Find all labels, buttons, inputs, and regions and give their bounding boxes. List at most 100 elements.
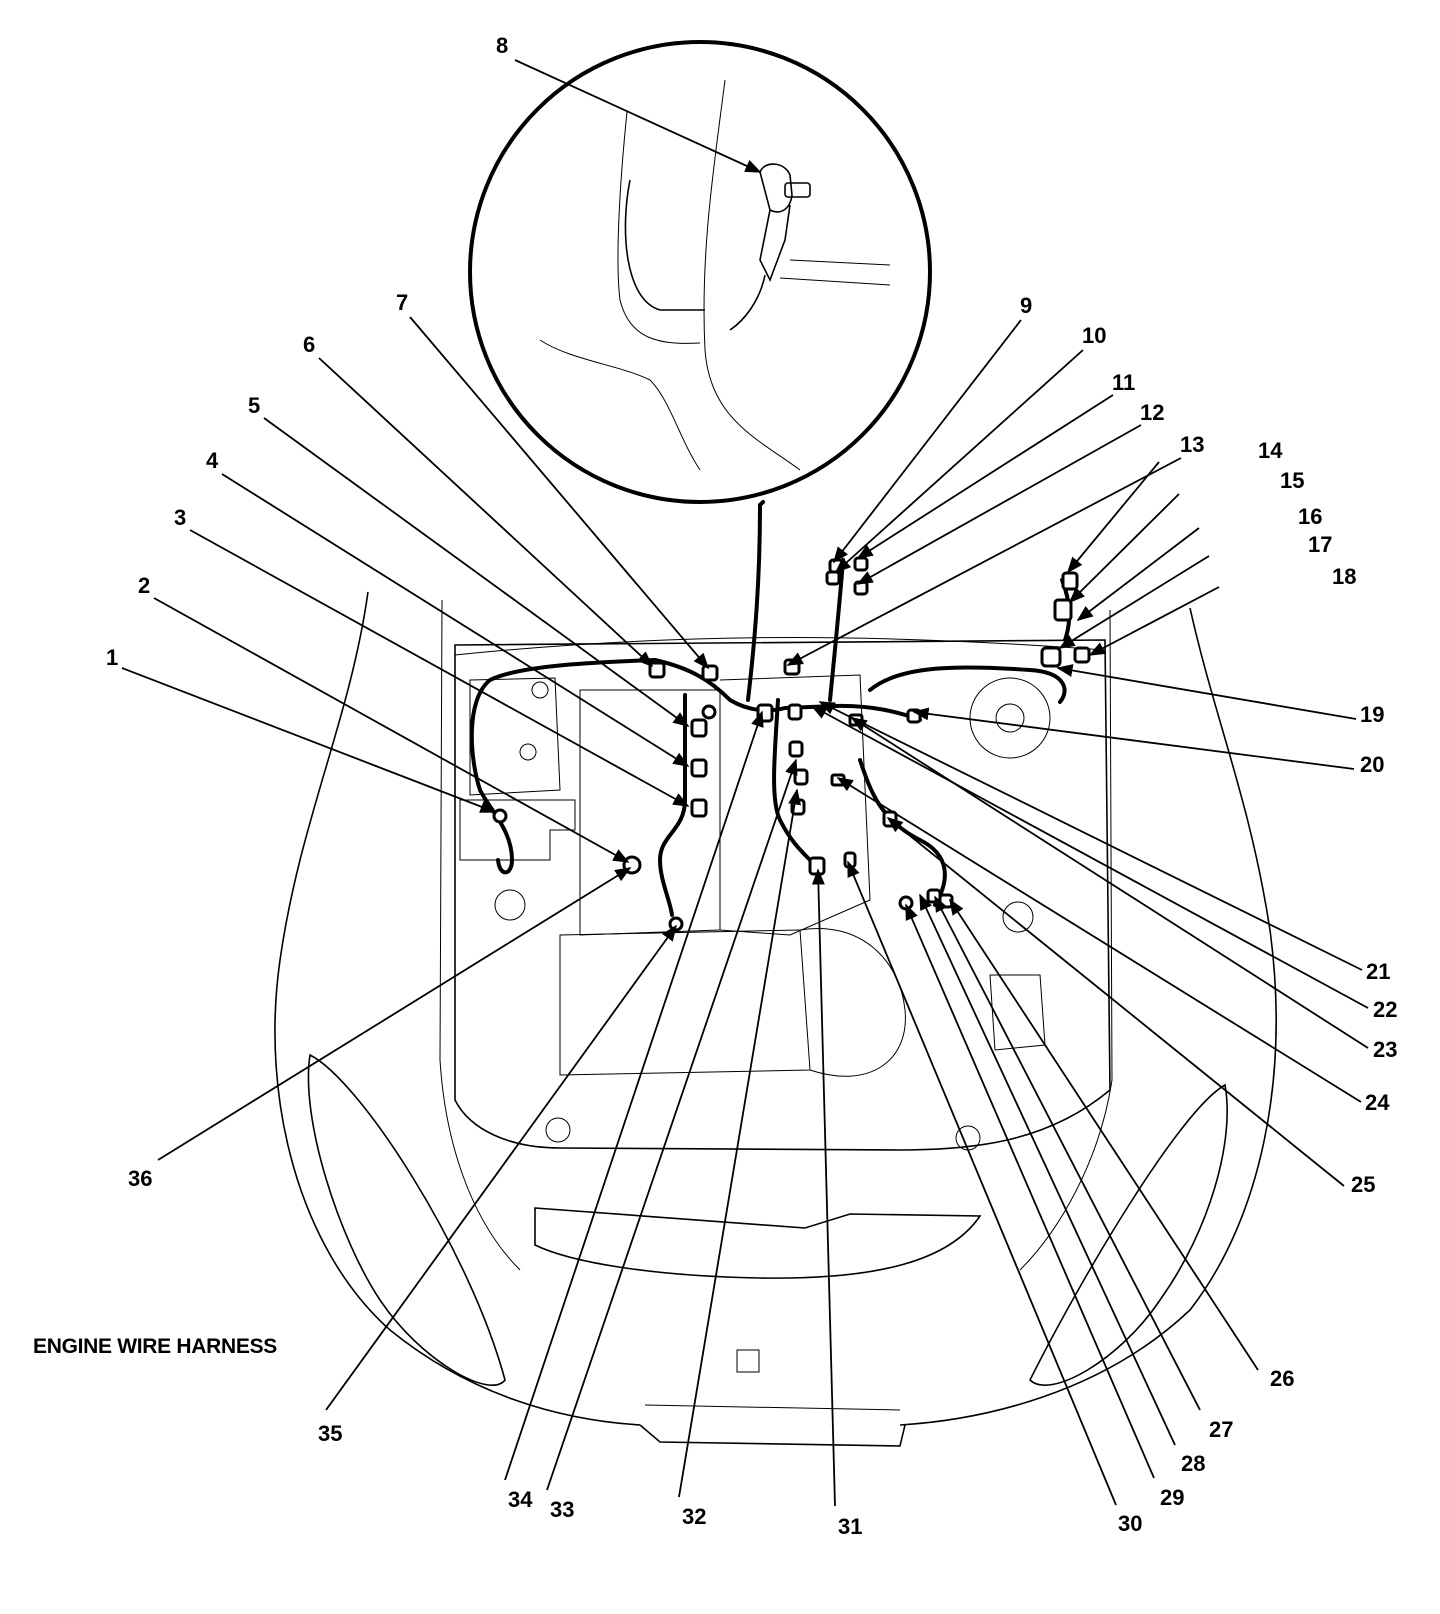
callout-leader-25	[886, 816, 1345, 1187]
bay-outline	[454, 639, 1111, 1151]
callout-number-13: 13	[1180, 432, 1204, 457]
connector	[926, 888, 942, 904]
callout-number-32: 32	[682, 1504, 706, 1529]
callout-leader-12	[856, 424, 1142, 585]
callout-number-2: 2	[138, 573, 150, 598]
ground-terminal	[492, 808, 508, 824]
callout-leader-9	[833, 319, 1022, 564]
radiator-fan	[799, 928, 906, 1077]
callout-number-35: 35	[318, 1421, 342, 1446]
callout-leader-20	[912, 707, 1355, 770]
intake-manifold	[719, 674, 871, 936]
callout-leader-1	[121, 667, 497, 813]
callout-number-8: 8	[496, 33, 508, 58]
inset-hose-inner	[624, 179, 705, 311]
connector	[825, 570, 841, 586]
emblem	[736, 1349, 760, 1373]
callout-number-24: 24	[1365, 1090, 1390, 1115]
callout-number-33: 33	[550, 1497, 574, 1522]
callout-leader-19	[1056, 664, 1357, 720]
battery-tray	[459, 799, 576, 861]
callout-leader-8	[514, 59, 762, 173]
inset-hose-outer	[617, 111, 701, 344]
air-box	[989, 974, 1046, 1051]
harness-right-branch	[868, 665, 1067, 704]
callout-leader-18	[1088, 586, 1220, 656]
callout-number-16: 16	[1298, 504, 1322, 529]
body-right-fender	[899, 607, 1277, 1426]
harness-ground-lead	[746, 503, 762, 702]
harness-left-branch	[469, 658, 657, 875]
bay-firewall	[454, 637, 1106, 656]
callout-number-20: 20	[1360, 752, 1384, 777]
callout-leader-4	[221, 473, 690, 767]
callout-leader-31	[811, 868, 836, 1507]
connector	[793, 768, 809, 786]
connector	[648, 661, 666, 679]
callout-leader-21	[818, 701, 1363, 971]
callout-leader-3	[189, 529, 690, 807]
callout-number-23: 23	[1373, 1037, 1397, 1062]
callout-leader-22	[810, 705, 1369, 1009]
callout-number-25: 25	[1351, 1172, 1375, 1197]
connector	[1053, 598, 1073, 622]
body-left-fender	[274, 591, 641, 1426]
harness-upper-feed	[828, 558, 845, 702]
callout-number-10: 10	[1082, 323, 1106, 348]
callout-leader-35	[325, 924, 677, 1411]
callout-leaders	[121, 59, 1369, 1507]
detail-inset	[468, 40, 932, 507]
callout-number-7: 7	[396, 290, 408, 315]
front-bumper	[639, 1424, 906, 1447]
battery	[469, 677, 561, 796]
callout-number-21: 21	[1366, 959, 1390, 984]
callout-leader-7	[409, 316, 710, 670]
inset-ground-bolt	[759, 163, 793, 213]
callout-leader-17	[1058, 555, 1210, 649]
connector	[690, 718, 708, 738]
callout-leader-11	[856, 394, 1114, 559]
hood-line-left	[439, 599, 521, 1271]
callout-leader-23	[850, 717, 1369, 1049]
callout-leader-14	[1066, 461, 1160, 574]
connector	[1040, 646, 1062, 668]
callout-leader-28	[919, 893, 1176, 1446]
ground-terminal	[701, 704, 717, 720]
right-headlight	[1029, 1083, 1228, 1386]
connector	[701, 664, 719, 682]
callout-leader-26	[949, 898, 1259, 1371]
callout-leader-34	[504, 710, 764, 1481]
callout-number-14: 14	[1258, 438, 1283, 463]
callout-number-5: 5	[248, 393, 260, 418]
harness-lower-right	[858, 758, 947, 907]
callout-number-34: 34	[508, 1487, 533, 1512]
inset-ground-terminal	[759, 204, 791, 282]
battery-terminal-neg	[519, 743, 537, 761]
callout-number-26: 26	[1270, 1366, 1294, 1391]
connector	[1061, 571, 1079, 591]
callout-leader-24	[836, 777, 1362, 1103]
callout-number-30: 30	[1118, 1511, 1142, 1536]
connector	[828, 558, 844, 574]
connector	[788, 740, 804, 758]
connector	[808, 856, 826, 876]
callout-number-9: 9	[1020, 293, 1032, 318]
inset-bolt-thread	[784, 182, 811, 198]
inset-floor-line-2	[779, 277, 891, 286]
callout-number-15: 15	[1280, 468, 1304, 493]
callout-leader-13	[786, 457, 1182, 666]
callout-leader-15	[1068, 493, 1180, 604]
callout-number-17: 17	[1308, 532, 1332, 557]
callout-number-31: 31	[838, 1514, 862, 1539]
engine-wire-harness-label: ENGINE WIRE HARNESS	[33, 1335, 277, 1358]
left-hood-latch	[545, 1117, 571, 1143]
inset-ground-wire	[729, 274, 766, 331]
callout-number-11: 11	[1112, 370, 1135, 395]
radiator	[559, 929, 811, 1076]
callout-leader-32	[678, 788, 801, 1498]
callout-leader-2	[153, 597, 630, 863]
callout-leader-5	[263, 417, 690, 727]
hood-line-right	[1019, 609, 1113, 1271]
